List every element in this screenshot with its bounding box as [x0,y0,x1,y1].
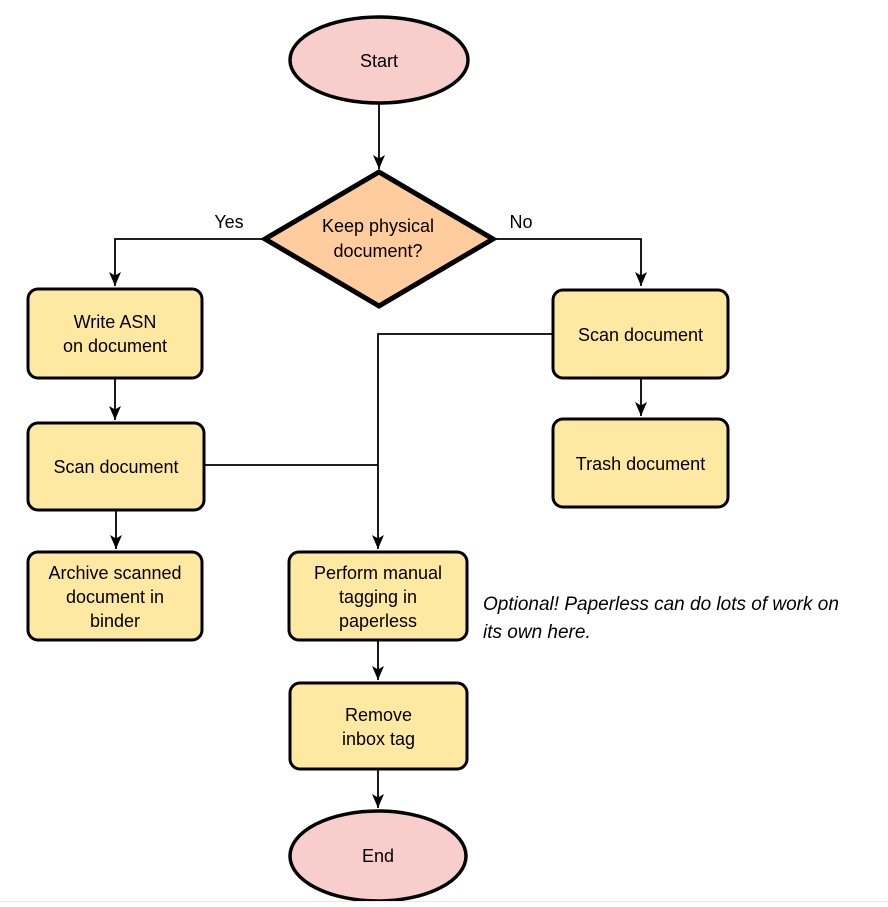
yes-edge-label: Yes [214,212,244,232]
remove-inbox-process-shape [288,681,469,771]
write-asn-process-shape [26,287,204,380]
start-terminator-shape [288,15,470,105]
scan-right-process-shape [551,288,730,380]
edge-decision-yes-to-write-asn [109,238,266,286]
edge-decision-no-to-scan-right [492,238,647,286]
bottom-divider-line [0,901,888,902]
trash-process-shape [551,417,730,509]
tagging-process-shape [287,550,469,642]
decision-diamond-shape [260,169,498,309]
scan-left-process-shape [26,421,206,512]
optional-annotation: Optional! Paperless can do lots of work … [483,594,839,643]
edge-scan-right-to-tagging [372,333,553,549]
bottom-strip [0,902,888,907]
no-edge-label: No [509,212,533,232]
archive-process-shape [26,550,204,642]
end-terminator-shape [288,809,468,903]
